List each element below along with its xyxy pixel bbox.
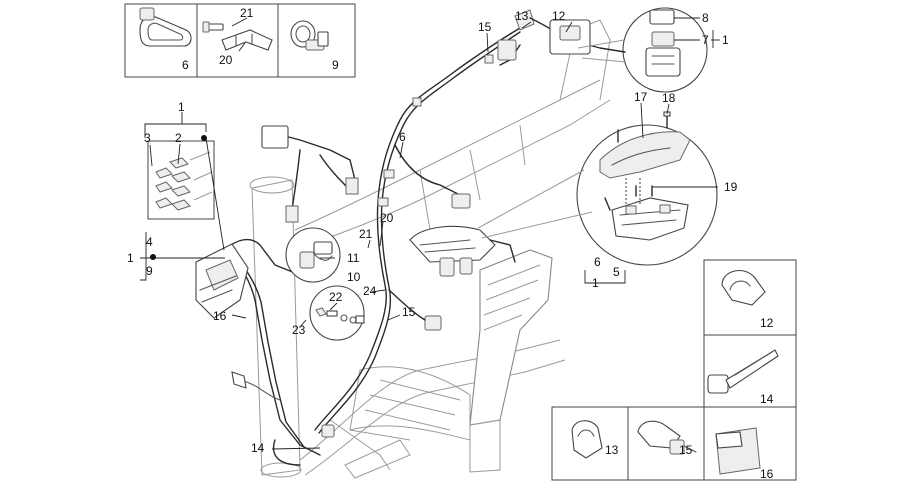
relay-detail-circle [622, 7, 708, 93]
callout-1-left: 1 [127, 251, 134, 265]
callout-15-box: 15 [679, 443, 693, 457]
callout-20-top: 20 [219, 53, 233, 67]
callout-8: 8 [702, 11, 709, 25]
callout-22: 22 [329, 290, 343, 304]
callout-1-left-top: 1 [178, 100, 185, 114]
callout-21-top: 21 [240, 6, 254, 20]
fasteners-detail-circle [309, 285, 365, 341]
cable-clip-part-icon [139, 7, 192, 47]
callout-13-top: 13 [515, 9, 529, 23]
bracket-part-icon [221, 29, 273, 51]
callout-4: 4 [146, 235, 153, 249]
connectors-detail-box [147, 140, 215, 220]
callout-21-mid: 21 [359, 227, 373, 241]
callout-1-mid: 1 [592, 276, 599, 290]
callout-14-box: 14 [760, 392, 774, 406]
callout-12-box: 12 [760, 316, 774, 330]
parts-box-top-left [124, 3, 356, 78]
callout-17: 17 [634, 90, 648, 104]
callout-7: 7 [702, 33, 709, 47]
callout-9-box: 9 [332, 58, 339, 72]
callout-19: 19 [724, 180, 738, 194]
callout-bullet [201, 135, 207, 141]
scooter-frame [249, 19, 611, 479]
callout-6-harness: 6 [399, 130, 406, 144]
callout-9-left: 9 [146, 264, 153, 278]
callout-bullet [150, 254, 156, 260]
callout-11: 11 [347, 251, 360, 265]
cable-tie-part-icon [707, 349, 779, 394]
callout-15-top: 15 [478, 20, 492, 34]
control-unit-cover-detail-circle [576, 111, 718, 266]
cable-clip-part-icon [721, 269, 766, 306]
screw-part-icon [202, 21, 224, 33]
callout-10: 10 [347, 270, 361, 284]
callout-18: 18 [662, 91, 676, 105]
callout-14-bottom: 14 [251, 441, 265, 455]
parts-box-bottom [551, 406, 705, 481]
callout-6-mid: 6 [594, 255, 601, 269]
callout-15-mid: 15 [402, 305, 416, 319]
hose-clamp-part-icon [290, 20, 329, 51]
hose-clamp-part-icon [637, 420, 697, 455]
parts-box-right [703, 259, 797, 481]
callout-3: 3 [144, 131, 151, 145]
callout-labels: 6 21 20 9 15 13 12 8 7 1 17 18 19 6 5 1 … [127, 6, 774, 481]
callout-13-box: 13 [605, 443, 619, 457]
callout-5: 5 [613, 265, 620, 279]
callout-6-box: 6 [182, 58, 189, 72]
callout-20-mid: 20 [380, 211, 394, 225]
callout-16-box: 16 [760, 467, 774, 481]
callout-16-left: 16 [213, 309, 227, 323]
cable-clip-part-icon [571, 420, 603, 459]
callout-2: 2 [175, 131, 182, 145]
callout-24: 24 [363, 284, 377, 298]
terminal-connectors-icon [155, 151, 213, 211]
adhesive-pad-part-icon [715, 427, 761, 475]
callout-23: 23 [292, 323, 306, 337]
main-wiring-harness [195, 9, 626, 466]
callout-12-top: 12 [552, 9, 566, 23]
leader-lines [140, 17, 720, 450]
callout-1-right: 1 [722, 33, 729, 47]
fuse-holder-detail-circle [285, 227, 341, 283]
